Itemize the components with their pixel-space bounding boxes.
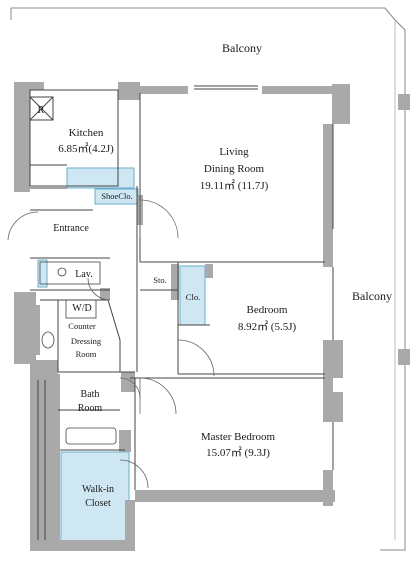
walkin-line1: Walk-in [82, 484, 114, 495]
dressing-line1: Dressing [71, 336, 102, 346]
balcony-right-label: Balcony [352, 289, 392, 303]
storage-label: Sto. [153, 275, 166, 285]
balcony-top-label: Balcony [222, 41, 262, 55]
fridge-mark: R [38, 105, 45, 116]
partitions [29, 85, 334, 540]
entrance-label: Entrance [53, 223, 89, 234]
living-area: 19.11㎡ (11.7J) [200, 179, 269, 192]
blue-fixtures [37, 167, 206, 543]
door-swings [7, 199, 215, 489]
walkin-line2: Closet [85, 498, 111, 509]
fixtures [39, 261, 117, 445]
closet-label: Clo. [186, 292, 200, 302]
kitchen-area: 6.85㎡(4.2J) [58, 142, 114, 155]
bath-line2: Room [78, 403, 103, 414]
dressing-line2: Room [76, 349, 97, 359]
washer-label: W/D [72, 303, 91, 314]
bedroom-area: 8.92㎡ (5.5J) [238, 320, 297, 333]
bedroom-name: Bedroom [247, 304, 288, 316]
master-bedroom-name: Master Bedroom [201, 431, 276, 443]
counter-label: Counter [68, 321, 96, 331]
master-bedroom-area: 15.07㎡ (9.3J) [206, 446, 270, 459]
living-line2: Dining Room [204, 163, 265, 175]
living-line1: Living [219, 146, 249, 158]
kitchen-name: Kitchen [69, 127, 104, 139]
shoe-closet-label: ShoeClo. [101, 191, 132, 201]
balcony-outline [10, 7, 406, 551]
bath-line1: Bath [81, 389, 100, 400]
lavatory-label: Lav. [75, 269, 92, 280]
